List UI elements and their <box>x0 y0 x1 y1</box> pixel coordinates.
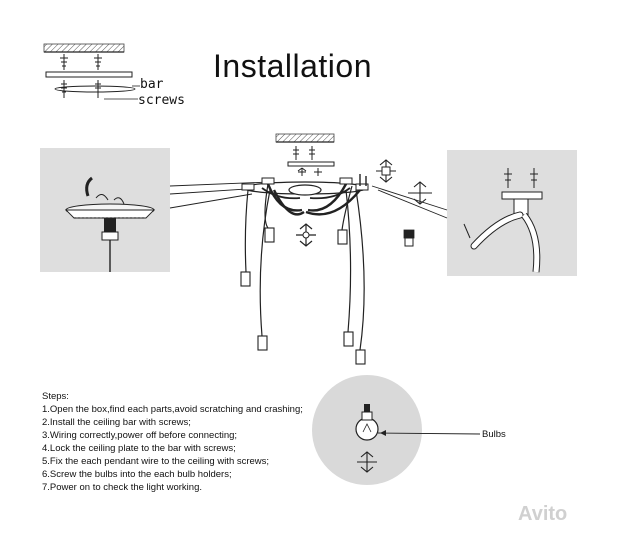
page-title: Installation <box>213 48 372 84</box>
bar-label: bar <box>140 77 164 92</box>
right-detail-panel <box>447 150 577 276</box>
step-item: 7.Power on to check the light working. <box>42 482 203 493</box>
loose-parts <box>359 159 432 247</box>
bulb-detail <box>312 375 481 485</box>
bar-screws-detail <box>43 43 140 100</box>
step-item: 6.Screw the bulbs into the each bulb hol… <box>42 469 232 480</box>
step-item: 4.Lock the ceiling plate to the bar with… <box>42 443 236 454</box>
step-item: 3.Wiring correctly,power off before conn… <box>42 430 238 441</box>
left-detail-panel <box>40 148 170 272</box>
steps-heading: Steps: <box>42 391 69 402</box>
step-item: 2.Install the ceiling bar with screws; <box>42 417 191 428</box>
step-item: 1.Open the box,find each parts,avoid scr… <box>42 404 303 415</box>
watermark: Avito <box>518 503 568 525</box>
step-item: 5.Fix the each pendant wire to the ceili… <box>42 456 270 467</box>
bulbs-label: Bulbs <box>482 429 506 440</box>
chandelier-drawing <box>240 133 369 365</box>
screws-label: screws <box>138 93 185 108</box>
steps-list: Steps: 1.Open the box,find each parts,av… <box>42 390 303 494</box>
